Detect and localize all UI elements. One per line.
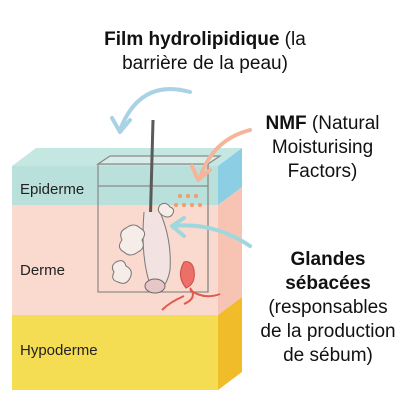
nmf-dots [174, 194, 202, 207]
nmf-label-rest1: (Natural [306, 113, 380, 134]
glandes-label-bold1: Glandes [290, 249, 366, 270]
glandes-label-bold2: sébacées [285, 273, 371, 294]
arrow-film [110, 87, 192, 134]
layer-label-derme: Derme [20, 262, 66, 279]
arrow-glandes [170, 216, 252, 248]
nmf-label-bold: NMF [265, 113, 307, 134]
layer-label-epiderme: Epiderme [20, 181, 85, 198]
glandes-label: Glandes sébacées (responsables de la pro… [258, 248, 398, 368]
arrow-nmf [190, 128, 252, 182]
layer-label-hypoderme: Hypoderme [20, 342, 98, 359]
film-label-bold: Film hydrolipidique [104, 29, 280, 50]
film-label: Film hydrolipidique (la barrière de la p… [60, 28, 350, 76]
film-label-rest2: barrière de la peau) [122, 53, 288, 74]
glandes-label-rest2: de la production [260, 321, 396, 342]
film-label-rest1: (la [279, 29, 306, 50]
nmf-label-rest2: Moisturising [271, 137, 374, 158]
glandes-label-rest3: de sébum) [283, 345, 373, 366]
nmf-label: NMF (Natural Moisturising Factors) [250, 112, 395, 184]
sebaceous-lobules [111, 202, 175, 284]
sebaceous-gland [161, 261, 221, 311]
nmf-label-rest3: Factors) [287, 161, 358, 182]
hair-follicle [142, 119, 171, 294]
glandes-label-rest1: (responsables [268, 297, 388, 318]
